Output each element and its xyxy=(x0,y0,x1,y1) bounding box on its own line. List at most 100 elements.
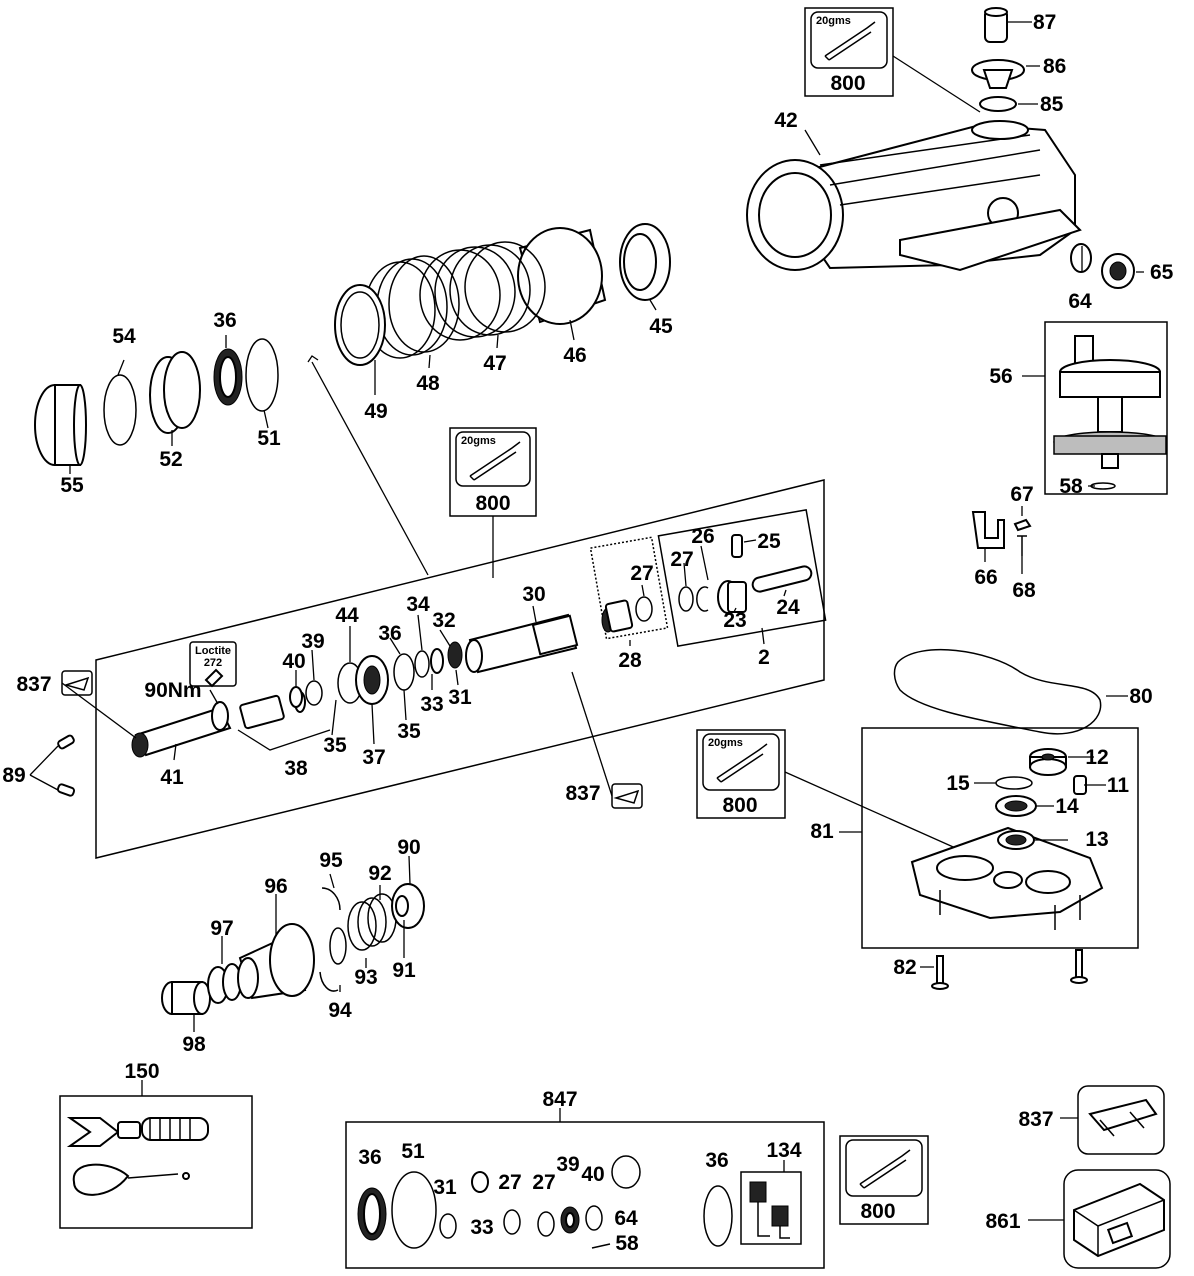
ring-49 xyxy=(334,284,386,366)
circlip-26 xyxy=(696,586,709,612)
label-40-mid: 40 xyxy=(282,650,305,673)
nose-55 xyxy=(34,384,87,466)
con-rod-24 xyxy=(751,565,813,593)
gear-housing-42 xyxy=(746,120,1082,272)
label-26: 26 xyxy=(691,525,714,548)
label-torque: 90Nm xyxy=(144,679,201,702)
screw-82-b xyxy=(1070,949,1088,984)
cover-81 xyxy=(910,826,1104,930)
grease-box-right: 20gms 800 xyxy=(696,729,786,819)
label-96: 96 xyxy=(264,875,287,898)
piston-subassembly-frame xyxy=(589,536,669,640)
accessory-box-837 xyxy=(1077,1085,1165,1155)
tool-holder-41 xyxy=(131,701,232,758)
label-35-b: 35 xyxy=(397,720,421,743)
bearing-37 xyxy=(355,655,389,705)
label-35-a: 35 xyxy=(323,734,347,757)
grease-box-center: 20gms 800 xyxy=(449,427,537,517)
loctite-box: Loctite 272 xyxy=(189,641,237,688)
circlip-94 xyxy=(319,971,339,992)
label-82: 82 xyxy=(893,956,916,979)
spring-47 xyxy=(419,241,546,341)
sleeve-96 xyxy=(237,923,315,1000)
label-34: 34 xyxy=(406,593,430,616)
label-47: 47 xyxy=(483,352,506,375)
label-46: 46 xyxy=(563,344,586,367)
label-49: 49 xyxy=(364,400,387,423)
label-27-b: 27 xyxy=(670,548,693,571)
seal-64 xyxy=(1070,243,1092,273)
label-31-mid: 31 xyxy=(448,686,472,709)
spring-92 xyxy=(347,893,397,951)
label-150: 150 xyxy=(124,1060,159,1083)
label-90: 90 xyxy=(397,836,420,859)
label-94: 94 xyxy=(328,999,352,1022)
ring-34 xyxy=(414,650,430,678)
ring-32 xyxy=(447,641,463,669)
label-97: 97 xyxy=(210,917,233,940)
label-kit-36-b: 36 xyxy=(705,1149,728,1172)
label-68: 68 xyxy=(1012,579,1036,602)
ring-94-a xyxy=(329,927,347,965)
label-91: 91 xyxy=(392,959,416,982)
label-837-b: 837 xyxy=(565,782,600,805)
pin-25 xyxy=(731,534,743,558)
label-86: 86 xyxy=(1043,55,1066,78)
label-39-mid: 39 xyxy=(301,630,324,653)
sleeve-52 xyxy=(149,351,201,434)
label-837-c: 837 xyxy=(1018,1108,1053,1131)
svg-text:20gms: 20gms xyxy=(708,737,743,749)
label-27-a: 27 xyxy=(630,562,653,585)
label-56: 56 xyxy=(989,365,1012,388)
label-81: 81 xyxy=(810,820,834,843)
spring-clip-67 xyxy=(1013,518,1032,532)
label-kit-36-a: 36 xyxy=(358,1146,381,1169)
label-37: 37 xyxy=(362,746,385,769)
label-54: 54 xyxy=(112,325,136,348)
label-67: 67 xyxy=(1010,483,1033,506)
svg-text:Loctite: Loctite xyxy=(195,645,231,657)
cylinder-30 xyxy=(465,613,579,674)
clutch-45 xyxy=(619,223,671,301)
bearing-14 xyxy=(995,795,1037,817)
label-87: 87 xyxy=(1033,11,1056,34)
label-89: 89 xyxy=(2,764,25,787)
label-55: 55 xyxy=(60,474,84,497)
label-51-top: 51 xyxy=(257,427,281,450)
label-14: 14 xyxy=(1055,795,1079,818)
side-handle-box-150 xyxy=(59,1095,253,1229)
crank-subassembly-frame xyxy=(657,508,827,648)
sleeve-46 xyxy=(517,227,607,325)
label-80: 80 xyxy=(1129,685,1152,708)
sleeve-98 xyxy=(161,981,211,1015)
label-95: 95 xyxy=(319,849,343,872)
lever-66 xyxy=(971,511,1005,549)
washer-12 xyxy=(1029,748,1067,776)
label-93: 93 xyxy=(354,966,377,989)
grease-box-bottom: 800 xyxy=(839,1135,929,1225)
washer-90 xyxy=(391,883,425,929)
side-handle-150 xyxy=(66,1117,209,1196)
label-kit-27-b: 27 xyxy=(532,1171,555,1194)
svg-text:800: 800 xyxy=(860,1200,895,1223)
svg-text:800: 800 xyxy=(830,72,865,95)
circlip-15 xyxy=(995,776,1033,790)
circlip-95 xyxy=(321,887,341,911)
ring-97 xyxy=(207,963,242,1004)
grease-box-top: 20gms 800 xyxy=(804,7,894,97)
gasket-80 xyxy=(893,648,1102,735)
label-15: 15 xyxy=(946,772,970,795)
label-kit-39: 39 xyxy=(556,1153,579,1176)
seal-kit-847 xyxy=(357,1155,802,1249)
label-58-top: 58 xyxy=(1059,475,1083,498)
label-42: 42 xyxy=(774,109,797,132)
label-kit-64: 64 xyxy=(614,1207,638,1230)
piston-28 xyxy=(601,599,634,633)
cover-box-81 xyxy=(861,727,1139,949)
ring-27-b xyxy=(678,586,694,612)
label-45: 45 xyxy=(649,315,673,338)
label-13: 13 xyxy=(1085,828,1108,851)
gear-box-56 xyxy=(1044,321,1168,495)
label-kit-33: 33 xyxy=(470,1216,493,1239)
label-25: 25 xyxy=(757,530,781,553)
